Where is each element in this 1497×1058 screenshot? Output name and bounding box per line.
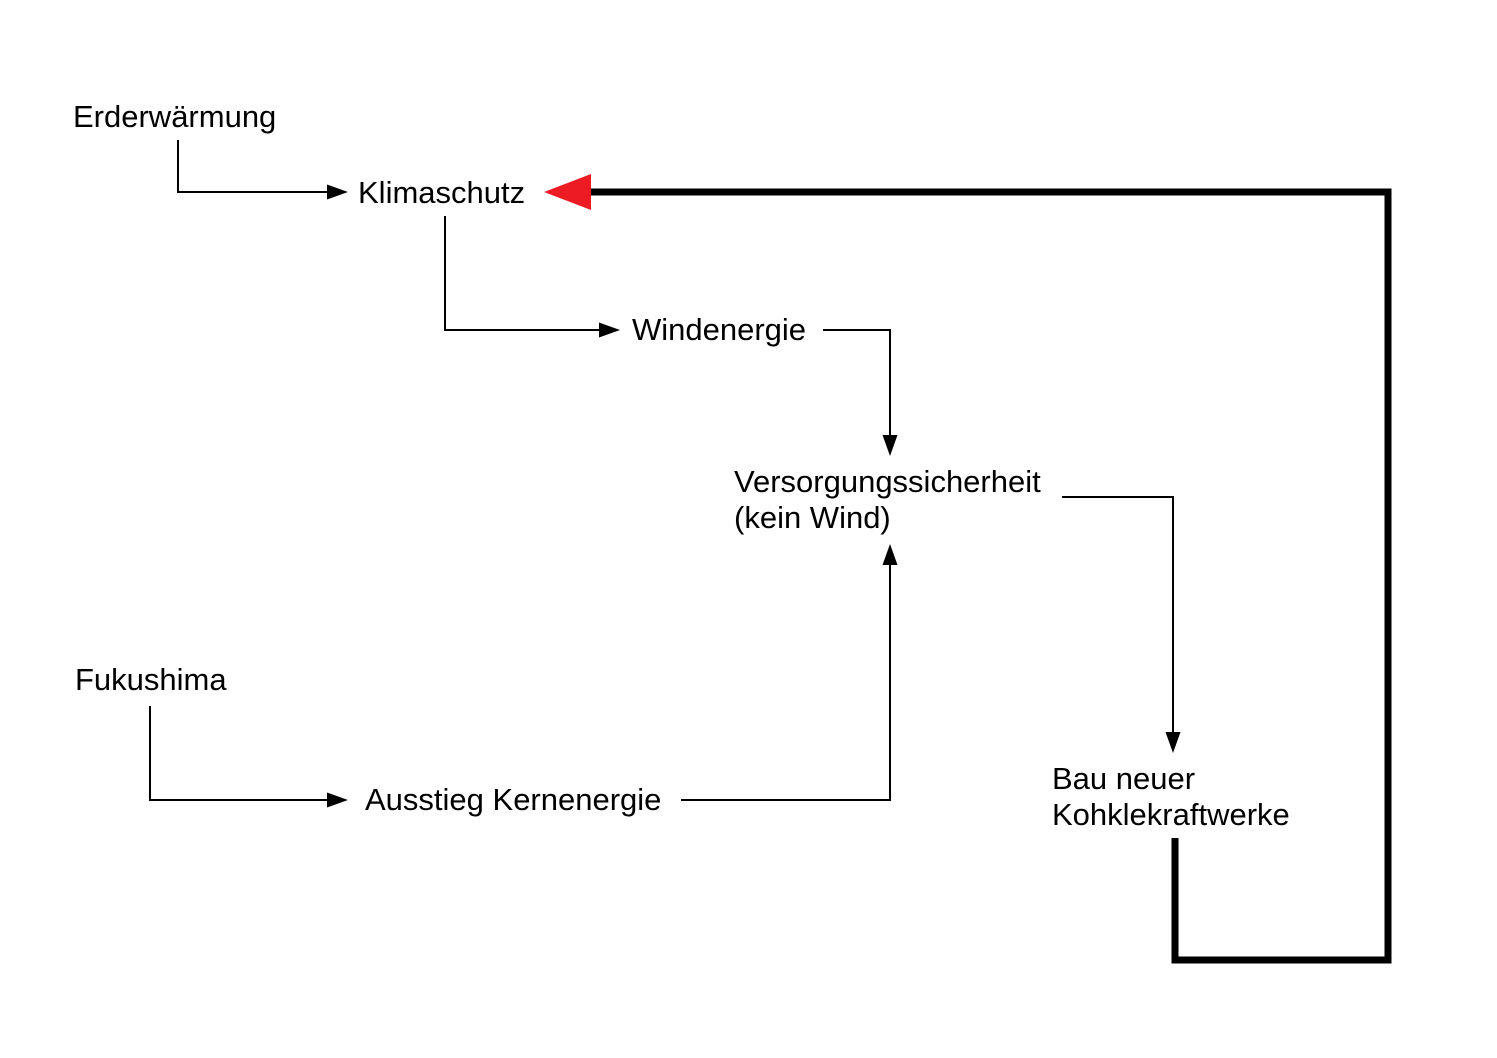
edge-erderwaermung-klimaschutz — [177, 140, 348, 200]
node-fukushima: Fukushima — [75, 662, 227, 697]
edge-line — [1062, 496, 1174, 732]
edge-line — [149, 706, 327, 801]
arrowhead-left-red-icon — [544, 174, 591, 210]
arrowhead-right-icon — [327, 792, 348, 808]
edge-klimaschutz-windenergie — [444, 216, 620, 338]
edge-line — [681, 565, 891, 801]
edge-line — [444, 216, 599, 331]
edge-line — [823, 329, 891, 435]
arrowhead-right-icon — [599, 322, 620, 338]
arrowhead-down-icon — [1165, 732, 1181, 753]
node-klimaschutz: Klimaschutz — [358, 175, 526, 210]
node-erderwaermung: Erderwärmung — [73, 99, 277, 134]
node-versorgungssicherheit: Versorgungssicherheit (kein Wind) — [734, 464, 1041, 535]
edge-line-red — [585, 188, 1392, 964]
node-windenergie: Windenergie — [632, 312, 807, 347]
arrowhead-down-icon — [882, 435, 898, 456]
arrowhead-up-icon — [882, 544, 898, 565]
node-bau-kohlekraftwerke: Bau neuer Kohklekraftwerke — [1052, 761, 1290, 832]
edge-ausstieg-versorgungssicherheit — [681, 544, 898, 801]
node-ausstieg-kernenergie: Ausstieg Kernenergie — [365, 782, 662, 817]
edge-line — [177, 140, 327, 193]
edge-windenergie-versorgungssicherheit — [823, 329, 898, 456]
edge-versorgungssicherheit-bau — [1062, 496, 1181, 753]
edge-bau-klimaschutz-feedback — [544, 174, 1392, 964]
arrowhead-right-icon — [327, 184, 348, 200]
edge-fukushima-ausstieg — [149, 706, 348, 808]
